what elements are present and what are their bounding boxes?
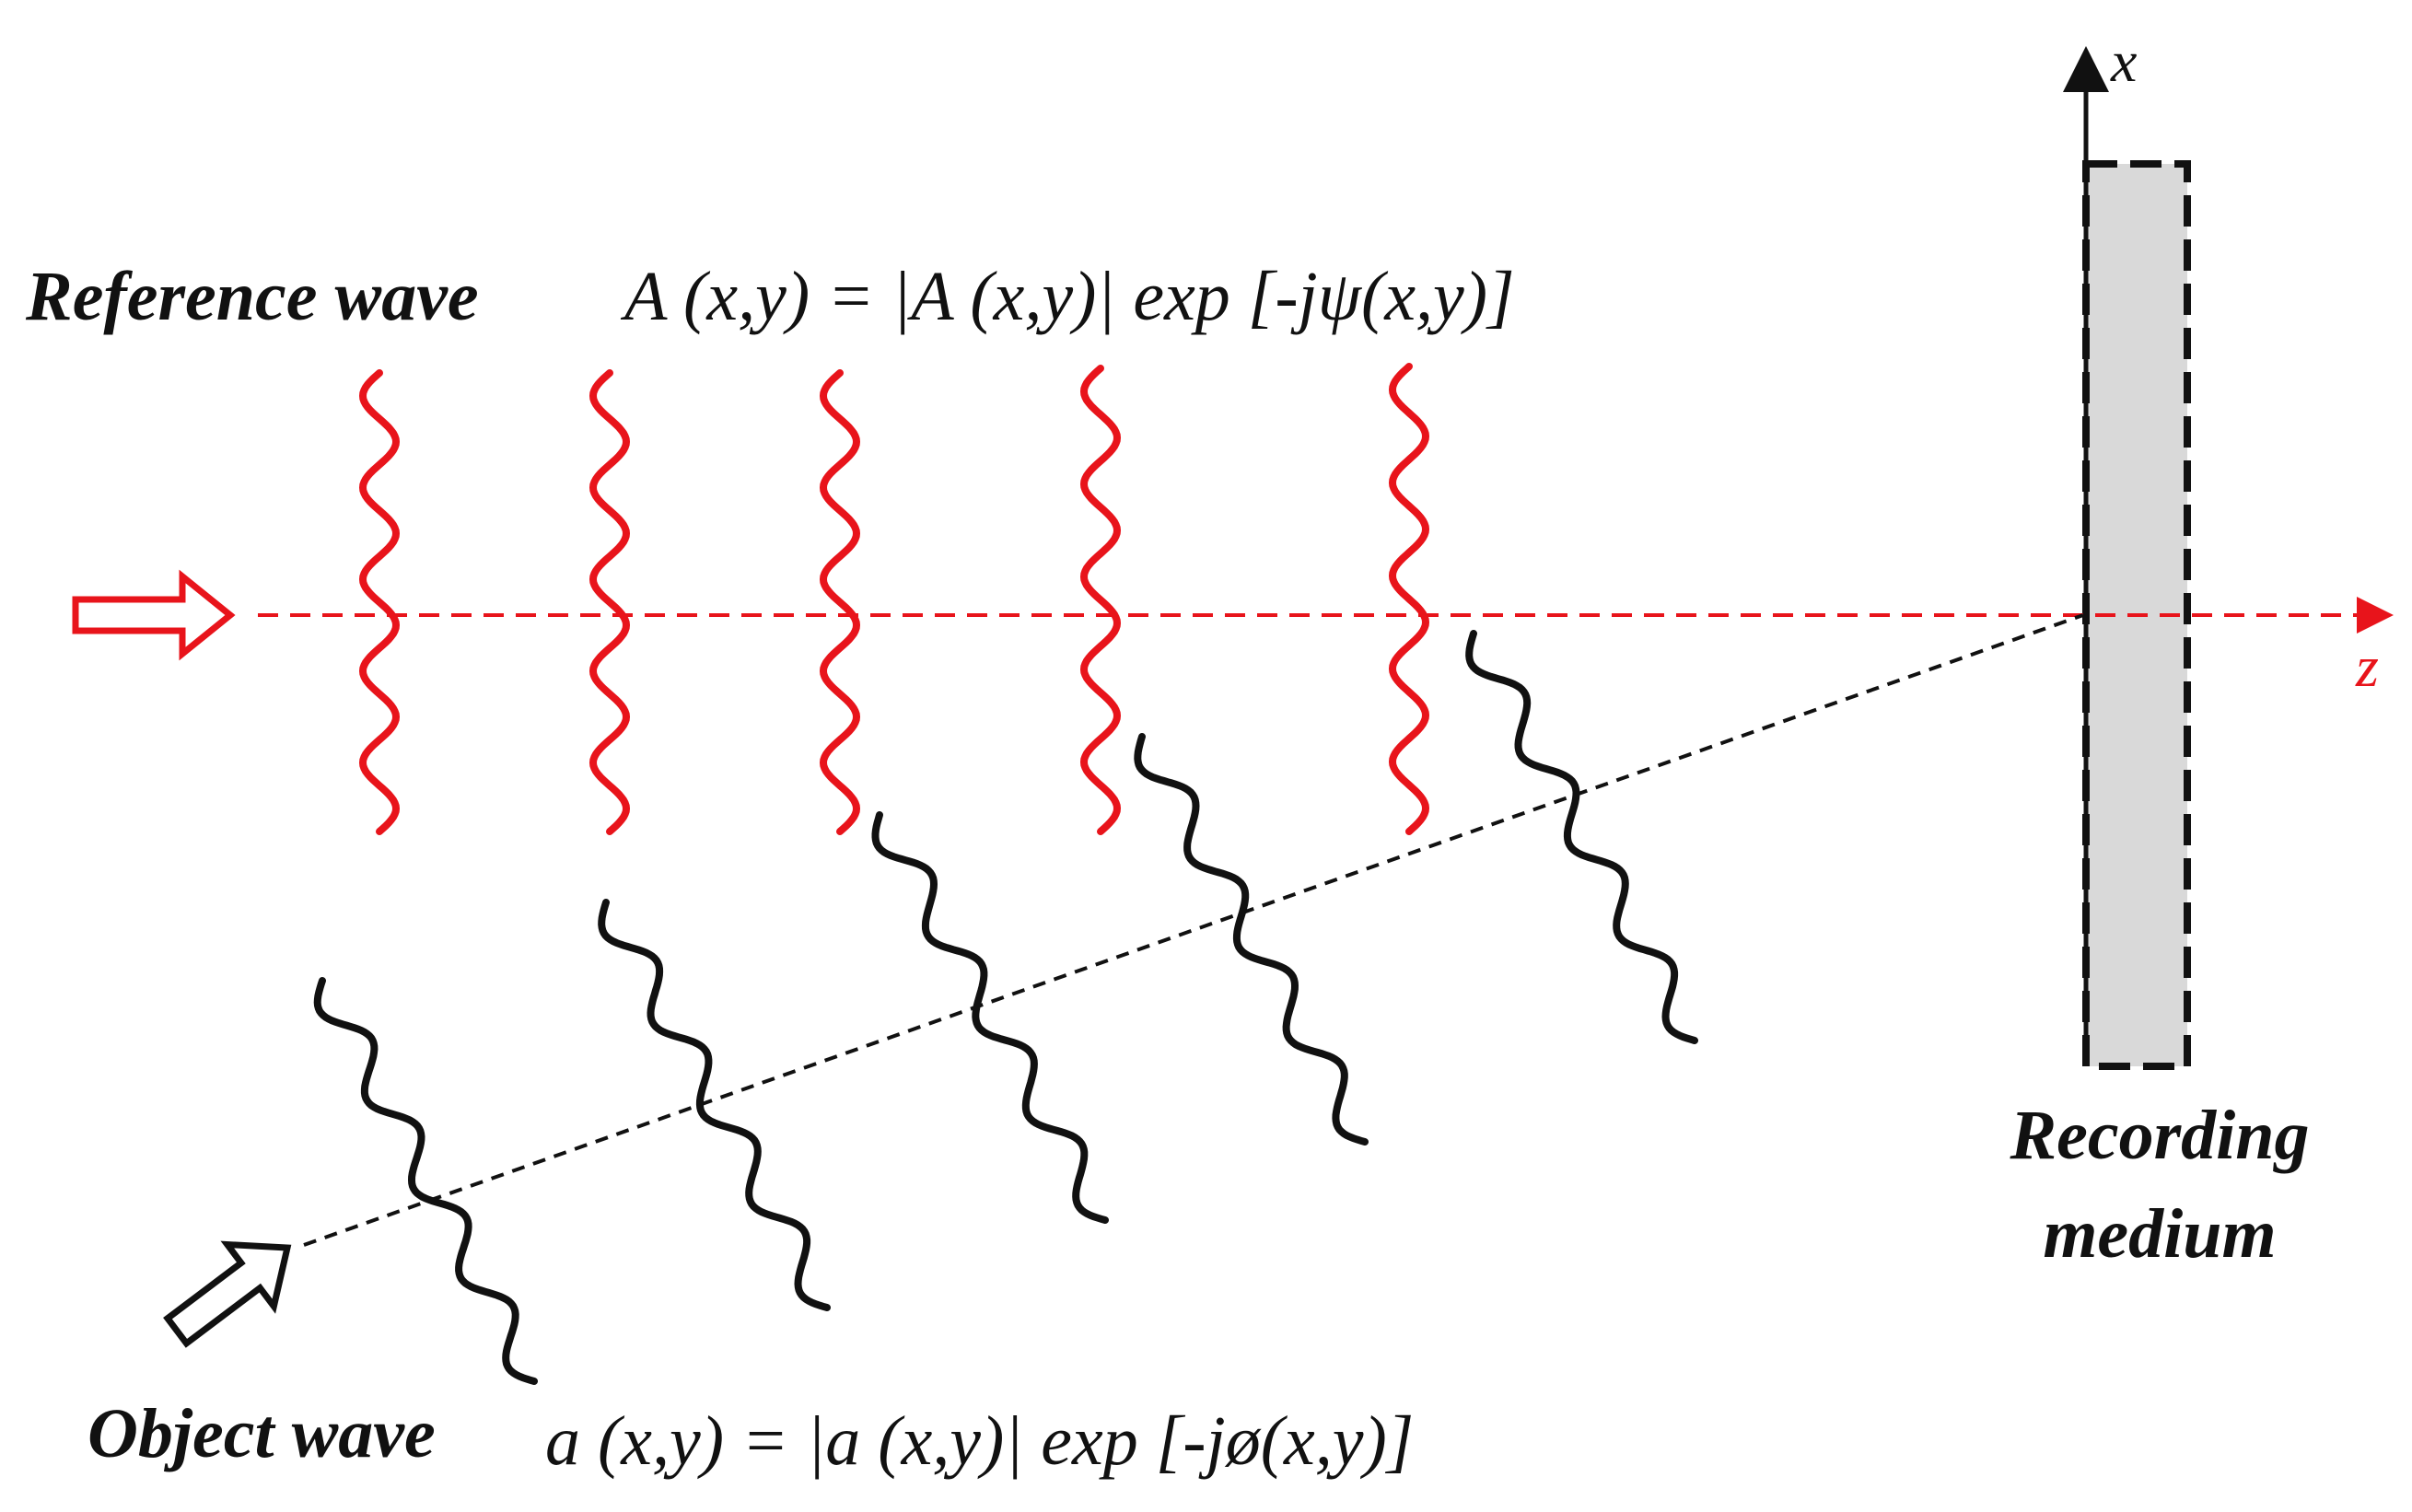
object-wavefront <box>598 899 831 1311</box>
object-wave-arrow-icon <box>163 1240 292 1348</box>
x-axis-label: x <box>2110 29 2137 94</box>
object-wavefronts <box>313 630 1698 1385</box>
reference-wave-label: Reference wave <box>25 258 479 335</box>
object-wave-label: Object wave <box>87 1395 436 1472</box>
z-axis-label: z <box>2355 634 2379 699</box>
object-wavefront <box>313 977 538 1385</box>
recording-medium-label-line2: medium <box>2043 1195 2276 1273</box>
reference-wavefront <box>588 369 631 835</box>
reference-wavefronts <box>358 363 1430 835</box>
reference-wavefront <box>358 369 401 835</box>
object-beam-axis <box>303 613 2084 1247</box>
recording-medium-label-line1: Recording <box>2009 1097 2309 1174</box>
reference-wavefront <box>1388 363 1430 835</box>
object-wavefront <box>1134 733 1369 1146</box>
reference-wave-equation: A (x,y) = |A (x,y)| exp [-jψ(x,y)] <box>620 258 1515 335</box>
reference-wave-arrow-icon <box>72 569 236 661</box>
object-wavefront <box>1465 630 1698 1044</box>
reference-wavefront <box>1079 365 1122 835</box>
object-wave-equation: a (x,y) = |a (x,y)| exp [-jø(x,y)] <box>545 1402 1414 1480</box>
object-wavefront <box>871 811 1109 1224</box>
reference-wavefront <box>819 369 861 835</box>
